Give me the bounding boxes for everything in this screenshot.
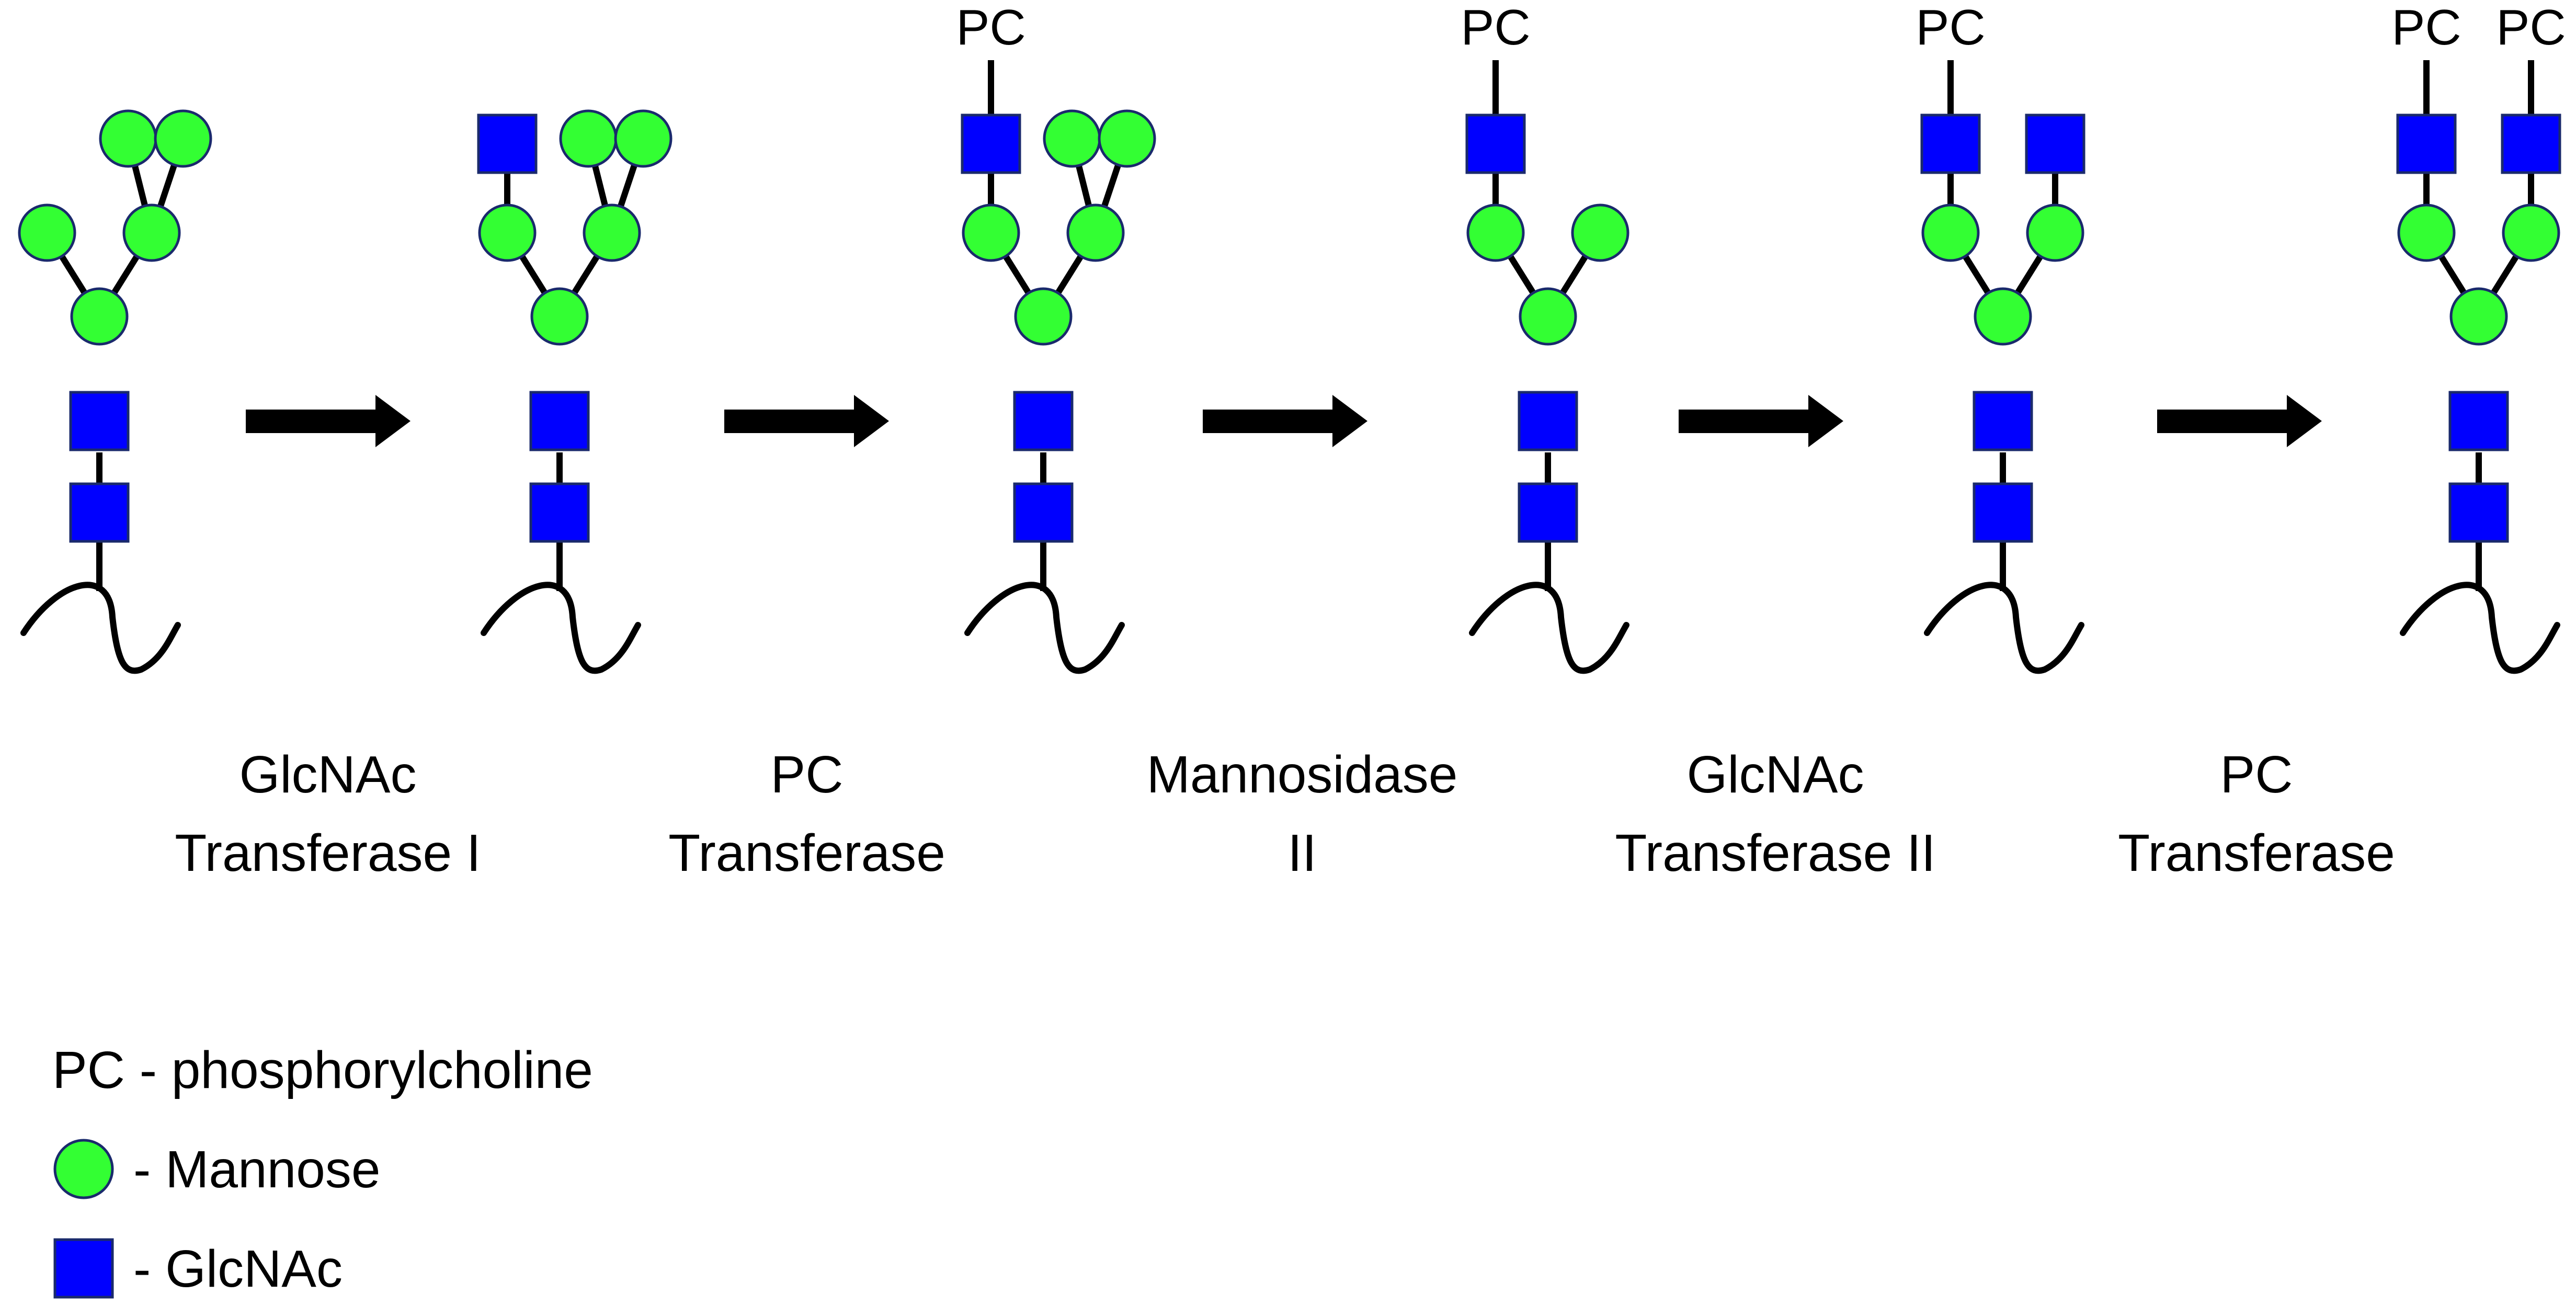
protein-backbone-icon: [484, 544, 638, 671]
structure-4: PC: [1461, 0, 1628, 671]
mannose-icon: [530, 287, 589, 346]
legend: PC - phosphorylcholine - Mannose - GlcNA…: [52, 1041, 593, 1299]
pc-label: PC: [956, 0, 1025, 55]
mannose-icon: [1066, 203, 1125, 262]
glcnac-icon: [1013, 391, 1074, 451]
mannose-icon: [1098, 109, 1156, 168]
protein-backbone-icon: [24, 544, 178, 671]
mannose-icon: [614, 109, 673, 168]
structure-5: PC: [1916, 0, 2085, 671]
protein-backbone-icon: [1472, 544, 1626, 671]
legend-mannose-entry: - Mannose: [133, 1140, 380, 1199]
enzyme-label-line1: Mannosidase: [1147, 745, 1458, 804]
glcnac-icon: [69, 391, 130, 451]
mannose-icon: [478, 203, 537, 262]
glcnac-icon: [529, 482, 590, 543]
glcnac-icon: [1465, 114, 1526, 174]
mannose-icon: [2026, 203, 2084, 262]
enzyme-label-line2: Transferase: [2118, 824, 2395, 882]
enzyme-label-line1: GlcNAc: [1687, 745, 1864, 804]
mannose-icon: [559, 109, 618, 168]
glcnac-icon: [69, 482, 130, 543]
legend-glcnac-entry: - GlcNAc: [133, 1240, 343, 1298]
protein-backbone-icon: [967, 544, 1122, 671]
enzyme-labels: GlcNAc Transferase I PC Transferase Mann…: [175, 745, 2395, 882]
mannose-icon: [1974, 287, 2032, 346]
mannose-icon: [1466, 203, 1525, 262]
glcnac-icon: [1920, 114, 1981, 174]
glcnac-icon: [529, 391, 590, 451]
enzyme-label-line2: Transferase I: [175, 824, 481, 882]
enzyme-label-line1: GlcNAc: [240, 745, 417, 804]
mannose-icon: [1519, 287, 1577, 346]
enzyme-label-line1: PC: [2220, 745, 2293, 804]
mannose-icon: [2397, 203, 2456, 262]
mannose-icon: [70, 287, 129, 346]
legend-pc-entry: PC - phosphorylcholine: [52, 1041, 593, 1099]
enzyme-label-line2: Transferase II: [1615, 824, 1935, 882]
right-arrow-icon: [2157, 395, 2322, 447]
mannose-icon: [583, 203, 641, 262]
glcnac-icon: [1013, 482, 1074, 543]
pc-label: PC: [1916, 0, 1985, 55]
protein-backbone-icon: [2403, 544, 2557, 671]
mannose-icon: [154, 109, 212, 168]
mannose-icon: [99, 109, 157, 168]
reaction-arrows: [246, 395, 2322, 447]
mannose-icon: [2449, 287, 2508, 346]
right-arrow-icon: [1203, 395, 1367, 447]
pc-label: PC: [1461, 0, 1530, 55]
glcnac-icon: [477, 114, 538, 174]
mannose-icon: [1571, 203, 1629, 262]
mannose-icon: [53, 1139, 114, 1199]
pc-label: PC: [2496, 0, 2566, 55]
protein-backbone-icon: [1927, 544, 2081, 671]
mannose-icon: [962, 203, 1020, 262]
glcnac-icon: [1973, 391, 2033, 451]
mannose-icon: [18, 203, 76, 262]
enzyme-label-line2: II: [1287, 824, 1317, 882]
glcnac-icon: [1518, 391, 1578, 451]
structure-2: [477, 109, 673, 671]
structure-3: PC: [956, 0, 1156, 671]
glcnac-icon: [2025, 114, 2085, 174]
right-arrow-icon: [1679, 395, 1843, 447]
pc-label: PC: [2391, 0, 2461, 55]
glcnac-icon: [2448, 391, 2509, 451]
glcnac-icon: [53, 1238, 114, 1299]
glcnac-icon: [2396, 114, 2457, 174]
glcnac-icon: [1518, 482, 1578, 543]
glcnac-icon: [2448, 482, 2509, 543]
glcnac-icon: [961, 114, 1021, 174]
mannose-icon: [2502, 203, 2560, 262]
mannose-icon: [122, 203, 181, 262]
right-arrow-icon: [724, 395, 889, 447]
right-arrow-icon: [246, 395, 411, 447]
glcnac-icon: [2501, 114, 2561, 174]
structure-1: [18, 109, 212, 671]
mannose-icon: [1921, 203, 1980, 262]
enzyme-label-line1: PC: [771, 745, 844, 804]
structure-6: PC PC: [2391, 0, 2566, 671]
glcnac-icon: [1973, 482, 2033, 543]
mannose-icon: [1043, 109, 1101, 168]
enzyme-label-line2: Transferase: [668, 824, 945, 882]
mannose-icon: [1014, 287, 1073, 346]
